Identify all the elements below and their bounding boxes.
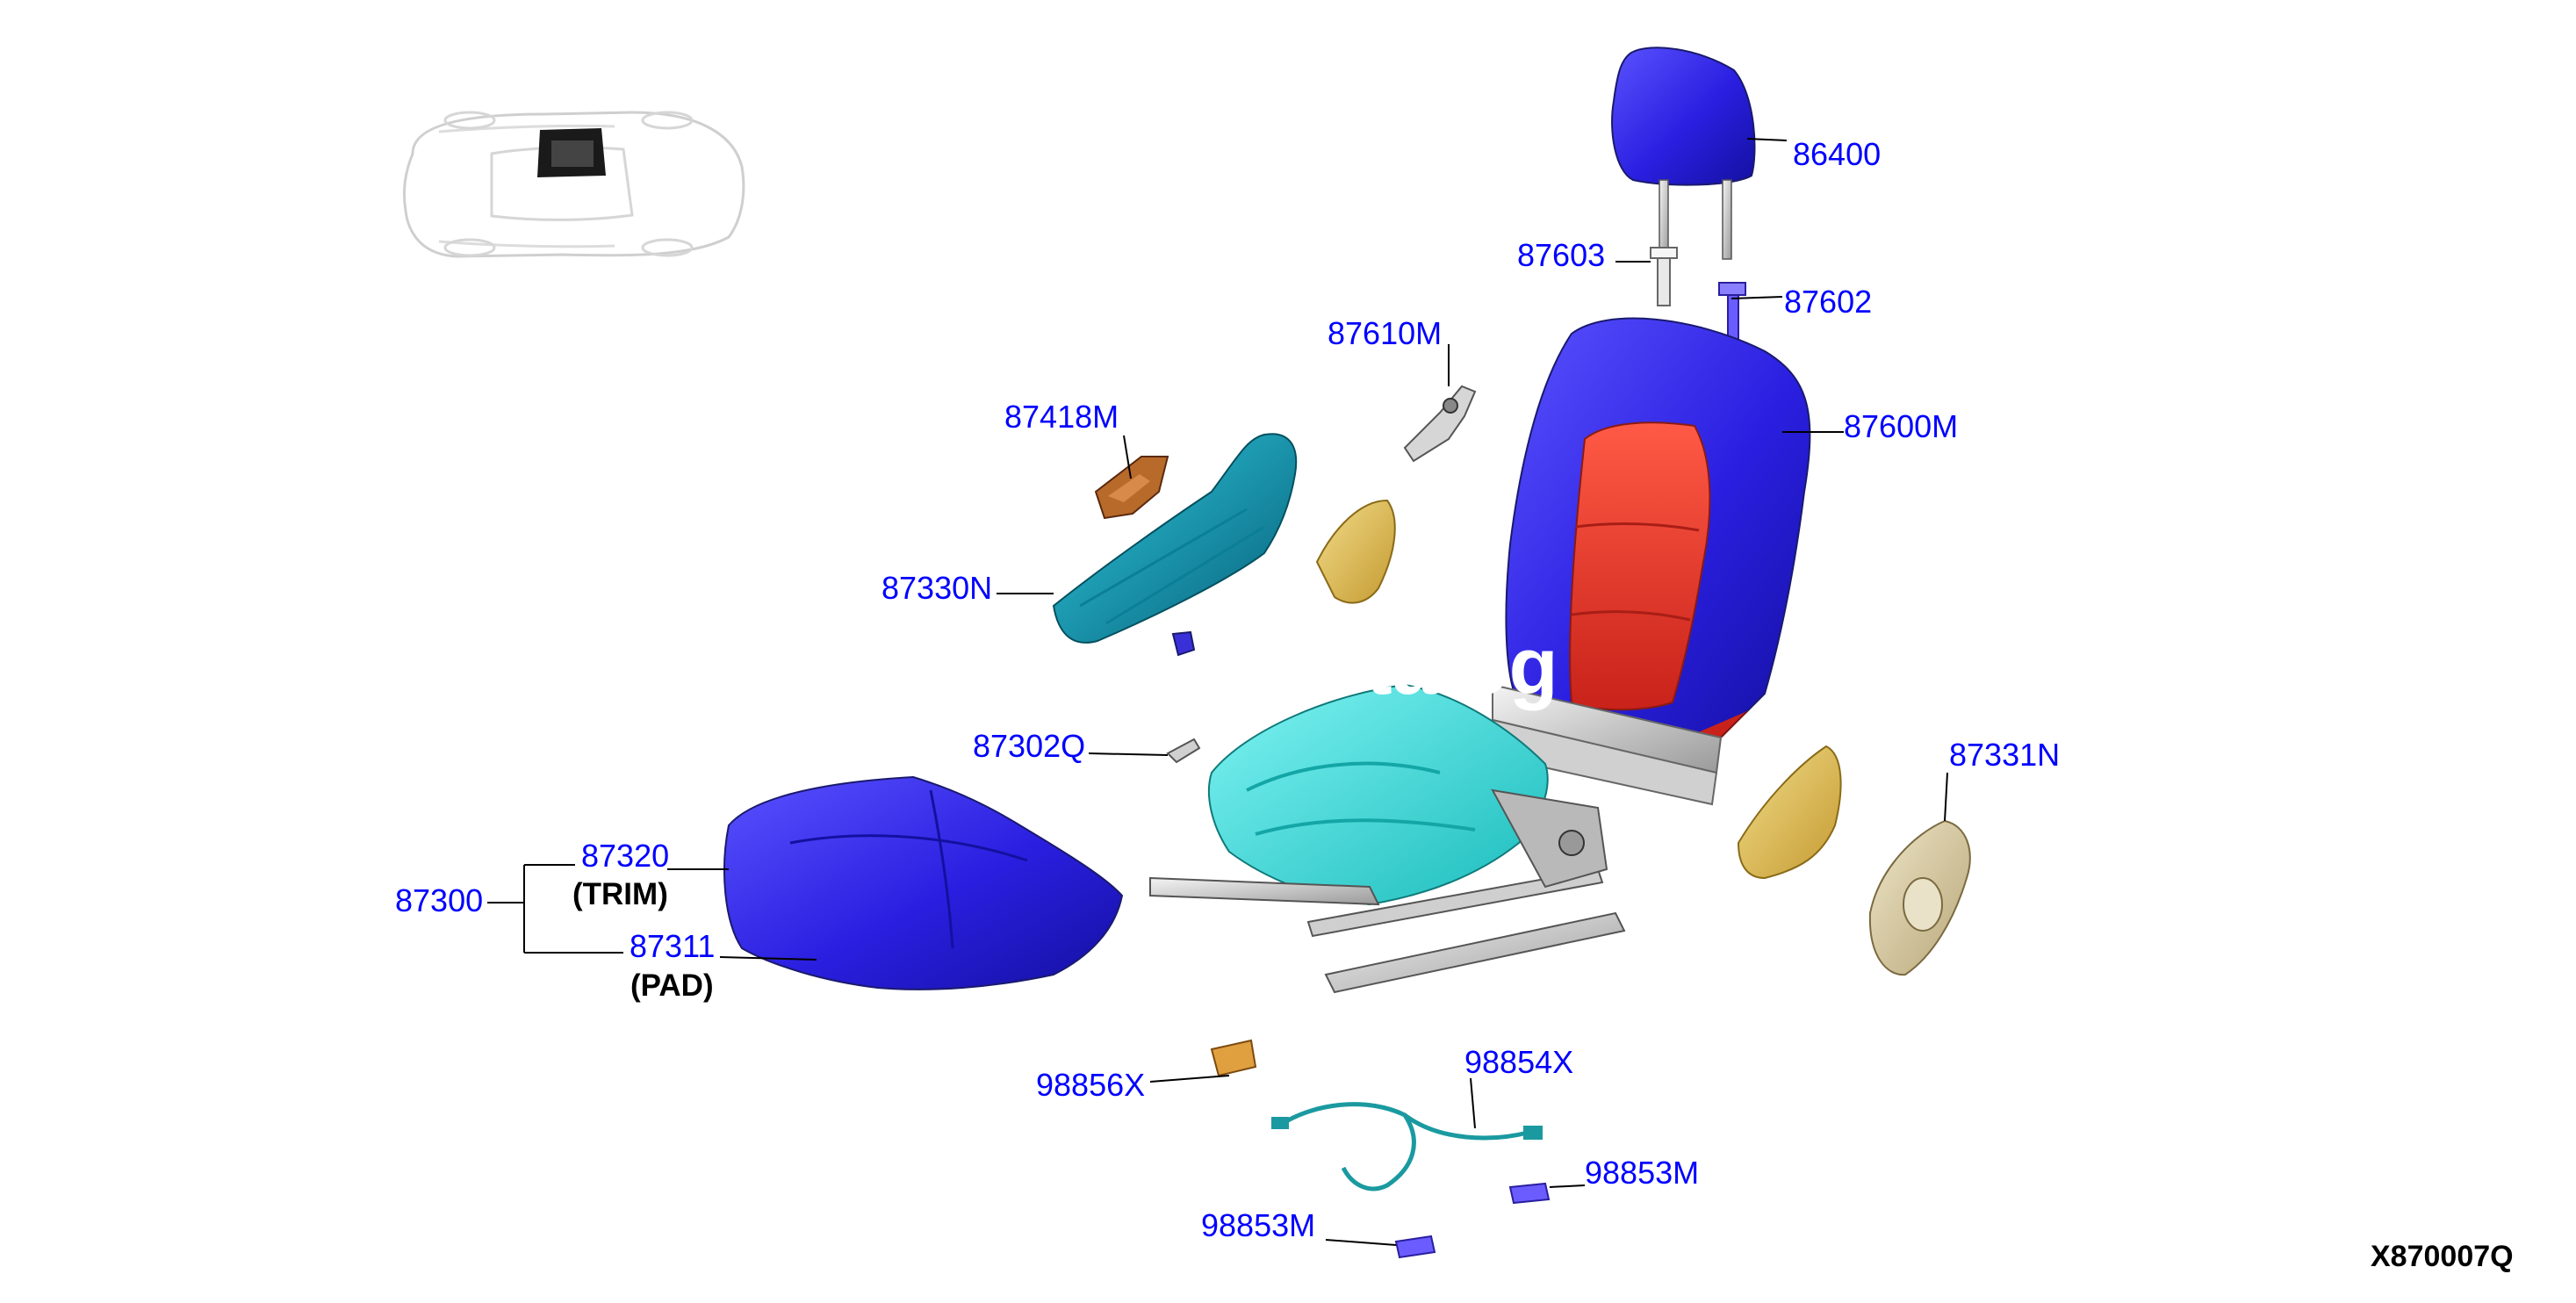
watermark-fragment: 370.0R [1069,673,1171,709]
back-side-bracket-right-part [1737,745,1842,880]
callout-87311[interactable]: 87311 [630,928,715,964]
callout-87331n[interactable]: 87331N [1949,737,2060,773]
callout-98856x[interactable]: 98856X [1036,1067,1145,1103]
leader-lines [487,138,1948,1246]
watermark-fragment: 874 0 [1826,658,1905,694]
seat-back-part[interactable] [1505,317,1811,766]
back-side-bracket-left-part [1315,499,1396,604]
callout-87330n[interactable]: 87330N [881,570,992,606]
callout-87610m[interactable]: 87610M [1328,315,1442,351]
watermark-text: talog [1365,622,1558,711]
seat-slide-rails-part [1149,788,1626,994]
figure-code: X870007Q [2371,1240,2514,1273]
back-bracket-part[interactable] [1403,385,1477,463]
reclining-finisher-part[interactable] [1094,456,1169,520]
callout-86400[interactable]: 86400 [1793,136,1881,172]
harness-clip-right-part[interactable] [1508,1182,1551,1205]
harness-connector-part[interactable] [1210,1039,1257,1077]
vehicle-location-thumbnail [402,111,745,258]
side-cover-outer-part[interactable] [1052,433,1298,644]
callout-98853m-right[interactable]: 98853M [1585,1155,1699,1191]
headrest-guide-free-part[interactable] [1718,282,1746,343]
callout-87300[interactable]: 87300 [395,882,483,918]
watermark-fragment: 87301 [1257,628,1345,664]
headrest-part[interactable] [1611,47,1756,260]
side-cover-inner-part[interactable] [1868,819,1971,976]
callout-98854x[interactable]: 98854X [1464,1044,1573,1080]
seat-cushion-frame-part [1208,683,1549,906]
callout-87320[interactable]: 87320 [581,838,669,874]
seat-cushion-part[interactable] [723,775,1124,990]
callout-87602[interactable]: 87602 [1784,284,1872,320]
callout-87418m[interactable]: 87418M [1004,399,1119,435]
pad-note: (PAD) [630,968,714,1003]
headrest-guide-lock-part[interactable] [1650,247,1678,306]
callout-98853m-left[interactable]: 98853M [1201,1207,1315,1243]
callout-87600m[interactable]: 87600M [1844,408,1958,444]
callout-87302q[interactable]: 87302Q [973,728,1085,764]
clip-part [1171,630,1196,657]
trim-note: (TRIM) [572,877,668,911]
callout-87603[interactable]: 87603 [1517,237,1605,273]
seat-harness-part[interactable] [1271,1102,1543,1191]
cushion-bracket-part[interactable] [1166,738,1201,764]
harness-clip-left-part[interactable] [1394,1235,1436,1259]
